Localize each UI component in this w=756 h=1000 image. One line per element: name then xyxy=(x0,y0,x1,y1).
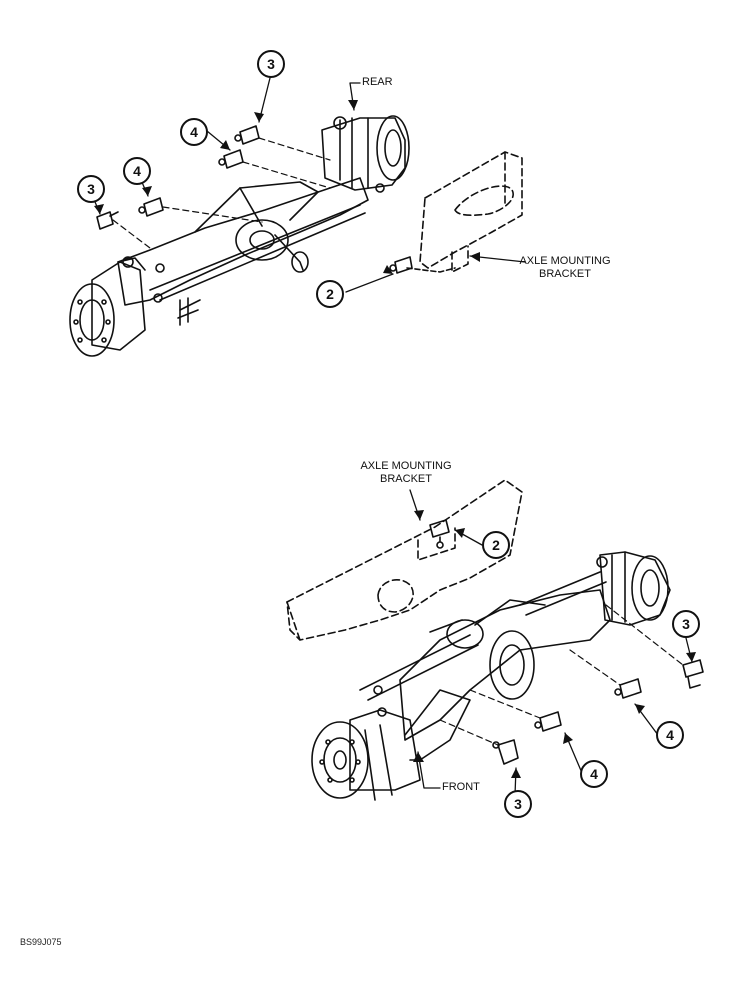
fitting-4-bottom-left xyxy=(534,711,562,732)
callout-2-bottom: 2 xyxy=(482,531,510,559)
callout-4-bottom-right: 4 xyxy=(656,721,684,749)
bracket-label-top-line1: AXLE MOUNTING xyxy=(519,255,611,267)
leaders-bottom xyxy=(409,489,693,796)
rear-axle-assembly xyxy=(69,115,523,357)
fitting-3-top-center xyxy=(234,125,260,145)
axle-mounting-bracket-top xyxy=(419,151,523,273)
callout-2-top: 2 xyxy=(316,280,344,308)
fitting-4-top-center xyxy=(218,149,244,169)
fitting-2-top xyxy=(389,256,413,274)
callout-3-bottom-left: 3 xyxy=(504,790,532,818)
fitting-4-top-left xyxy=(138,197,164,217)
callout-3-top-left: 3 xyxy=(77,175,105,203)
fitting-3-top-left xyxy=(96,211,119,230)
leaders-top xyxy=(92,77,526,293)
axle-mounting-bracket-label-top: AXLE MOUNTING BRACKET xyxy=(505,255,625,281)
bracket-label-top-line2: BRACKET xyxy=(539,268,591,280)
callout-3-top-center: 3 xyxy=(257,50,285,78)
axle-mounting-bracket-bottom xyxy=(286,479,523,641)
bracket-label-bottom-line1: AXLE MOUNTING xyxy=(360,460,452,472)
figure-code: BS99J075 xyxy=(20,937,62,947)
fitting-3-bottom-left xyxy=(492,739,519,765)
fitting-4-bottom-right xyxy=(614,678,642,699)
front-axle-assembly xyxy=(286,479,704,801)
callout-4-top-center: 4 xyxy=(180,118,208,146)
fitting-3-bottom-right xyxy=(682,659,704,689)
rear-label: REAR xyxy=(362,76,393,88)
bracket-label-bottom-line2: BRACKET xyxy=(380,473,432,485)
callout-4-bottom-left: 4 xyxy=(580,760,608,788)
callout-4-top-left: 4 xyxy=(123,157,151,185)
axle-mounting-bracket-label-bottom: AXLE MOUNTING BRACKET xyxy=(346,460,466,486)
callout-3-bottom-right: 3 xyxy=(672,610,700,638)
fitting-2-bottom xyxy=(429,519,450,549)
front-label: FRONT xyxy=(442,781,480,793)
